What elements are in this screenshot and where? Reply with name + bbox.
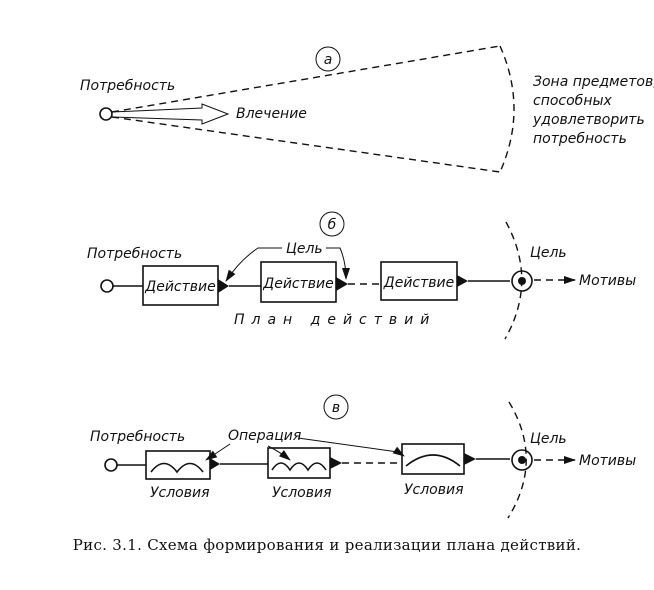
goal-label-c: Цель: [530, 431, 567, 447]
panel-b-marker: б: [328, 217, 337, 233]
goal-node-b: [511, 270, 533, 292]
action-output-3: [457, 275, 468, 287]
action-output-2: [336, 277, 348, 291]
intermediate-goal-label: Цель: [286, 241, 323, 257]
panel-c-marker: в: [332, 400, 340, 416]
zone-label-line-3: удовлетворить: [532, 112, 645, 128]
goal-node-c-center: [518, 456, 526, 464]
drive-arrow: [111, 103, 230, 125]
plan-label: План действий: [234, 312, 436, 328]
conditions-label-3: Условия: [404, 482, 464, 498]
operation-curve-1: [150, 462, 204, 474]
panel-c: в Потребность Условия Условия Условия Оп…: [90, 394, 636, 519]
action-label-2: Действие: [262, 276, 333, 292]
zone-boundary-c: [507, 401, 527, 519]
need-node-c: [104, 458, 118, 472]
panel-b-marker-circle: [319, 211, 345, 237]
action-output-1: [218, 279, 229, 293]
goal-label-b: Цель: [530, 245, 567, 261]
operation-pointer-1: [205, 443, 231, 461]
need-label-c: Потребность: [90, 429, 185, 445]
motives-label-b: Мотивы: [579, 273, 636, 289]
conditions-label-2: Условия: [272, 485, 332, 501]
zone-upper-boundary: [111, 45, 501, 113]
operation-pointer-3: [297, 437, 405, 457]
zone-label-line-4: потребность: [533, 131, 627, 147]
figure-caption: Рис. 3.1. Схема формирования и реализаци…: [72, 536, 582, 554]
action-label-3: Действие: [383, 275, 454, 291]
goal-node-c: [511, 449, 533, 471]
panel-c-marker-circle: [323, 394, 349, 420]
operation-box-3: [401, 443, 465, 475]
need-label-a: Потребность: [80, 78, 175, 94]
action-box-3: [380, 261, 458, 301]
drive-label: Влечение: [236, 106, 307, 122]
zone-arc: [499, 45, 515, 173]
zone-label-line-2: способных: [533, 93, 613, 109]
goal-node-b-center: [518, 277, 526, 285]
zone-label-line-1: Зона предметов,: [533, 74, 654, 90]
panel-a-marker-circle: [315, 46, 341, 72]
need-node-b: [100, 279, 114, 293]
operation-curve-2: [271, 462, 327, 472]
operation-label: Операция: [228, 428, 301, 444]
operation-output-2: [330, 457, 342, 469]
operation-output-3: [464, 453, 476, 465]
goal-pointer-1: [225, 247, 282, 282]
action-box-1: [142, 265, 219, 306]
zone-lower-boundary: [111, 116, 501, 173]
panel-b: б Потребность Действие Действие Действие…: [87, 211, 636, 340]
need-node-a: [99, 107, 113, 121]
panel-a: а Потребность Влечение Зона предметов, с…: [80, 45, 654, 173]
operation-box-1: [145, 450, 211, 480]
motives-label-c: Мотивы: [579, 453, 636, 469]
panel-a-marker: а: [324, 52, 333, 68]
goal-pointer-2: [326, 247, 350, 280]
operation-curve-3: [405, 454, 461, 467]
conditions-label-1: Условия: [150, 485, 210, 501]
operation-output-1: [210, 458, 220, 470]
action-label-1: Действие: [144, 279, 215, 295]
operation-pointer-2: [267, 445, 291, 461]
need-label-b: Потребность: [87, 246, 182, 262]
